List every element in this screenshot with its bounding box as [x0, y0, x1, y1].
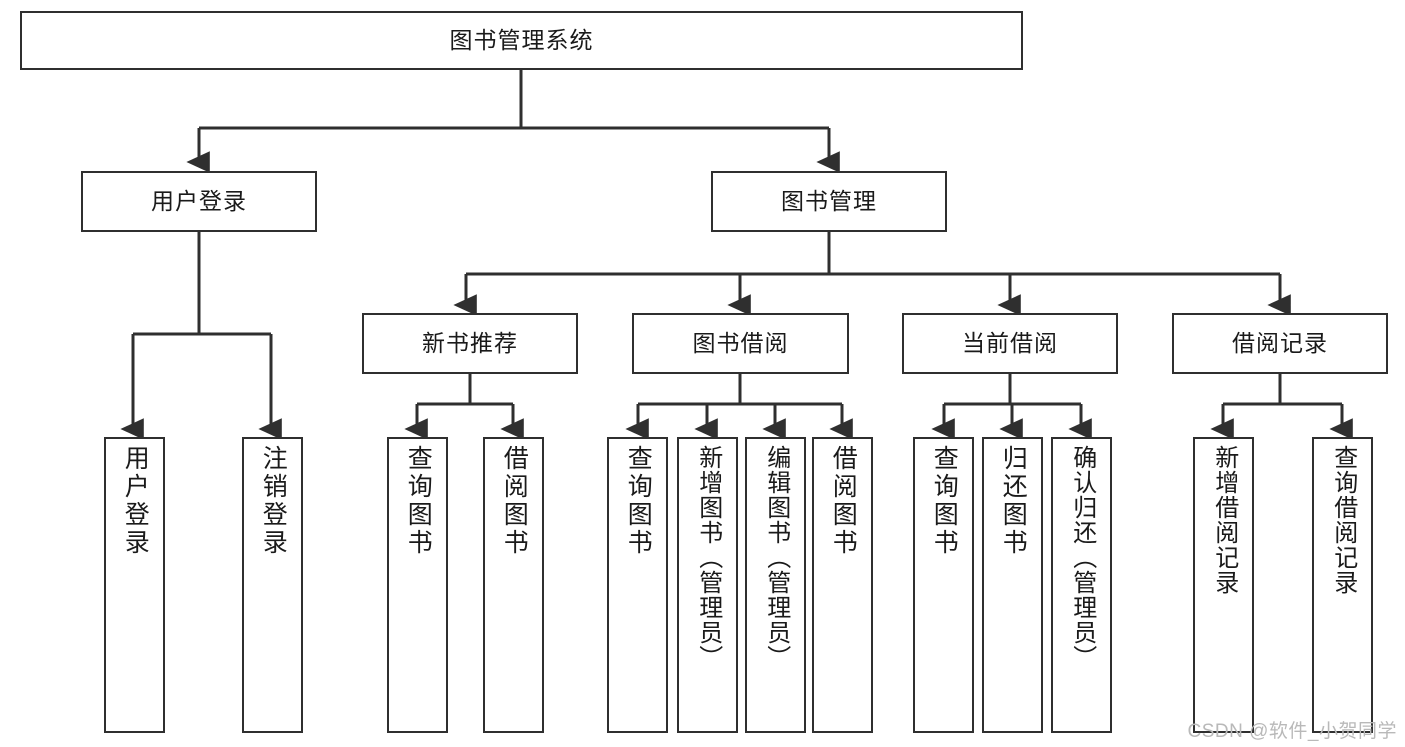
node-label: 查询图书: [624, 445, 653, 557]
watermark-text: CSDN @软件_小贺同学: [1187, 721, 1397, 742]
node-current-borrow[interactable]: 当前借阅: [902, 313, 1118, 374]
node-label: 新书推荐: [422, 330, 518, 357]
node-label: 查询借阅记录: [1329, 445, 1357, 595]
node-label: 借阅记录: [1232, 330, 1328, 357]
node-label: 用户登录: [121, 445, 150, 557]
node-leaf-confirm-return-admin[interactable]: 确认归还（管理员）: [1051, 437, 1112, 733]
node-book-borrow[interactable]: 图书借阅: [632, 313, 849, 374]
node-borrow-record[interactable]: 借阅记录: [1172, 313, 1388, 374]
node-leaf-add-book-admin[interactable]: 新增图书（管理员）: [677, 437, 738, 733]
node-book-management[interactable]: 图书管理: [711, 171, 947, 232]
node-user-login[interactable]: 用户登录: [81, 171, 317, 232]
node-label: 用户登录: [151, 188, 247, 215]
node-label: 查询图书: [404, 445, 433, 557]
node-leaf-query-book[interactable]: 查询图书: [607, 437, 668, 733]
node-new-book-recommend[interactable]: 新书推荐: [362, 313, 578, 374]
node-label: 查询图书: [930, 445, 959, 557]
node-label: 确认归还（管理员）: [1068, 445, 1096, 670]
node-leaf-borrow-book-recommend[interactable]: 借阅图书: [483, 437, 544, 733]
node-label: 图书借阅: [692, 330, 789, 357]
node-leaf-add-borrow-record[interactable]: 新增借阅记录: [1193, 437, 1254, 733]
node-label: 注销登录: [259, 445, 288, 557]
node-label: 归还图书: [999, 445, 1028, 557]
node-label: 编辑图书（管理员）: [762, 445, 790, 670]
node-label: 当前借阅: [962, 330, 1058, 357]
node-leaf-user-logout[interactable]: 注销登录: [242, 437, 303, 733]
node-leaf-query-book-recommend[interactable]: 查询图书: [387, 437, 448, 733]
node-leaf-return-book[interactable]: 归还图书: [982, 437, 1043, 733]
node-label: 图书管理系统: [449, 27, 594, 54]
node-leaf-user-login[interactable]: 用户登录: [104, 437, 165, 733]
node-label: 图书管理: [781, 188, 877, 215]
node-leaf-query-book-current[interactable]: 查询图书: [913, 437, 974, 733]
node-label: 借阅图书: [829, 445, 858, 557]
node-root-system[interactable]: 图书管理系统: [20, 11, 1023, 70]
node-leaf-borrow-book[interactable]: 借阅图书: [812, 437, 873, 733]
node-leaf-query-borrow-record[interactable]: 查询借阅记录: [1312, 437, 1373, 733]
node-label: 新增借阅记录: [1210, 445, 1238, 595]
node-leaf-edit-book-admin[interactable]: 编辑图书（管理员）: [745, 437, 806, 733]
node-label: 新增图书（管理员）: [694, 445, 722, 670]
node-label: 借阅图书: [500, 445, 529, 557]
